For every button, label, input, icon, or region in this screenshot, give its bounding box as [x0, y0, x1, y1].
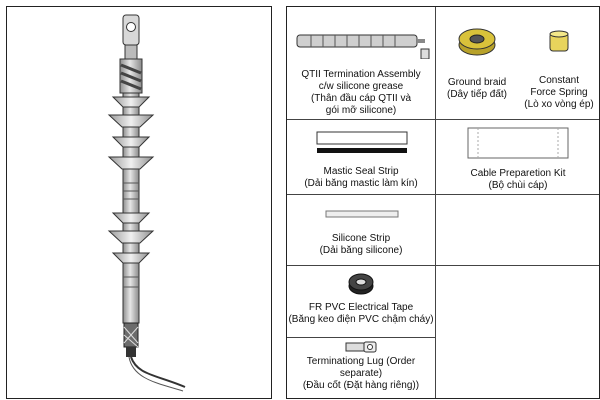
- grid-divider-row1: [287, 119, 599, 120]
- ground-braid-line2: (Dây tiếp đất): [446, 89, 508, 100]
- spring-line1: Constant: [538, 75, 580, 86]
- grid-divider-row4: [287, 337, 435, 338]
- cell-ground-braid: Ground braid (Dây tiếp đất): [436, 7, 518, 119]
- silicone-strip-icon: [325, 210, 399, 218]
- cell-spring: Constant Force Spring (Lò xo vòng ép): [518, 7, 600, 119]
- cable-termination-icon: [107, 14, 186, 392]
- prep-kit-icon: [467, 127, 569, 159]
- silicone-caption: Silicone Strip (Dải băng silicone): [287, 233, 435, 257]
- silicone-line1: Silicone Strip: [331, 233, 391, 244]
- spring-caption: Constant Force Spring (Lò xo vòng ép): [518, 75, 600, 111]
- lug-line3: (Đầu cốt (Đặt hàng riêng)): [302, 380, 420, 391]
- lug-line1: Terminationg Lug (Order: [306, 356, 416, 367]
- spring-line3: (Lò xo vòng ép): [524, 99, 594, 110]
- cell-lug: Terminationg Lug (Order separate) (Đầu c…: [287, 338, 435, 400]
- cell-pvc-tape: FR PVC Electrical Tape (Băng keo điện PV…: [287, 266, 435, 337]
- termination-caption-line1: QTII Termination Assembly: [301, 69, 421, 80]
- cell-prep-kit: Cable Preparetion Kit (Bộ chùi cáp): [436, 120, 600, 194]
- cell-termination-assembly: QTII Termination Assembly c/w silicone g…: [287, 7, 435, 119]
- spring-icon: [549, 30, 569, 52]
- lug-caption: Terminationg Lug (Order separate) (Đầu c…: [287, 356, 435, 392]
- termination-assembly-icon: [296, 34, 430, 59]
- spring-line2: Force Spring: [530, 87, 588, 98]
- termination-caption-line3: (Thân đầu cáp QTII và: [310, 93, 412, 104]
- pvc-tape-caption: FR PVC Electrical Tape (Băng keo điện PV…: [287, 302, 435, 326]
- lug-line2: separate): [339, 368, 383, 379]
- lug-icon: [345, 341, 377, 353]
- cell-mastic-strip: Mastic Seal Strip (Dải băng mastic làm k…: [287, 120, 435, 194]
- pvc-tape-line1: FR PVC Electrical Tape: [308, 302, 414, 313]
- termination-illustration-panel: [6, 6, 272, 399]
- termination-caption-line2: c/w silicone grease: [318, 81, 404, 92]
- grid-divider-vertical: [435, 7, 436, 398]
- kit-contents-panel: QTII Termination Assembly c/w silicone g…: [286, 6, 600, 399]
- prep-kit-caption: Cable Preparetion Kit (Bộ chùi cáp): [436, 168, 600, 192]
- ground-braid-line1: Ground braid: [447, 77, 507, 88]
- silicone-line2: (Dải băng silicone): [319, 245, 403, 256]
- mastic-line2: (Dải băng mastic làm kín): [304, 178, 418, 189]
- tape-roll-icon: [348, 273, 374, 295]
- prep-kit-line1: Cable Preparetion Kit: [470, 168, 566, 179]
- mastic-caption: Mastic Seal Strip (Dải băng mastic làm k…: [287, 166, 435, 190]
- grid-divider-row3: [287, 265, 599, 266]
- cell-silicone-strip: Silicone Strip (Dải băng silicone): [287, 195, 435, 265]
- pvc-tape-line2: (Băng keo điện PVC chậm cháy): [288, 314, 434, 325]
- ground-braid-icon: [458, 28, 496, 56]
- mastic-line1: Mastic Seal Strip: [323, 166, 399, 177]
- grid-divider-row2: [287, 194, 599, 195]
- mastic-strip-icon: [316, 131, 408, 153]
- termination-assembly-caption: QTII Termination Assembly c/w silicone g…: [287, 69, 435, 117]
- ground-braid-caption: Ground braid (Dây tiếp đất): [436, 77, 518, 101]
- termination-caption-line4: gói mỡ silicone): [325, 105, 397, 116]
- prep-kit-line2: (Bộ chùi cáp): [488, 180, 548, 191]
